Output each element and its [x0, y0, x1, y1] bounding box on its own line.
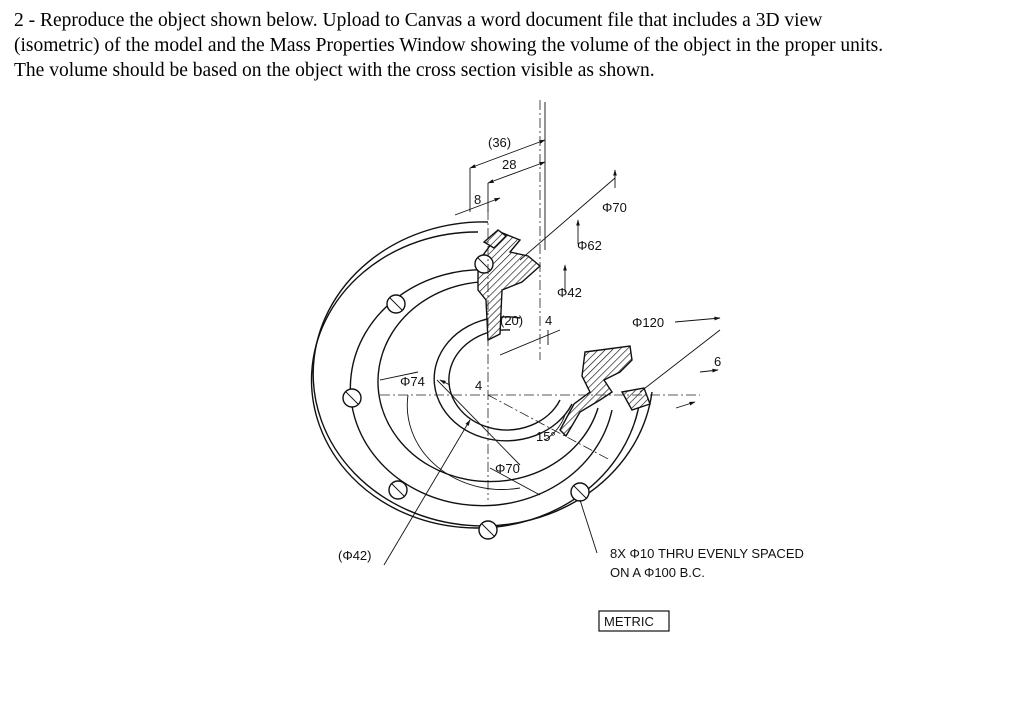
hub-inner-edge — [377, 280, 599, 483]
section-top-lip — [482, 229, 508, 249]
rim-step — [379, 371, 419, 381]
dim-phi42: Φ42 — [557, 285, 582, 300]
dim-angle-15: 15° — [536, 429, 556, 444]
units-box — [598, 610, 670, 632]
hole-note-line-2: ON A Φ100 B.C. — [610, 565, 705, 580]
dim-20: (20) — [500, 313, 523, 328]
dim-phi70-top: Φ70 — [602, 200, 627, 215]
instruction-line-1: 2 - Reproduce the object shown below. Up… — [14, 10, 823, 31]
bore-edge — [433, 316, 573, 442]
section-right — [559, 345, 633, 438]
dim-6: 6 — [714, 354, 721, 369]
assignment-instructions: 2 - Reproduce the object shown below. Up… — [14, 8, 1014, 83]
outer-edge-back — [312, 221, 653, 527]
flange-body — [310, 221, 653, 529]
dim-phi74: Φ74 — [400, 374, 425, 389]
dim-28: 28 — [502, 157, 516, 172]
units-label: METRIC — [604, 614, 654, 629]
counterbore-edge — [406, 394, 521, 490]
hole-note-line-1: 8X Φ10 THRU EVENLY SPACED — [610, 546, 804, 561]
dimension-labels: (36) 28 8 Φ70 Φ62 Φ42 (20) 4 Φ120 6 Φ74 … — [338, 135, 721, 563]
instruction-line-3: The volume should be based on the object… — [14, 60, 655, 81]
dim-4-right: 4 — [545, 313, 552, 328]
dim-phi62: Φ62 — [577, 238, 602, 253]
dim-4-left: 4 — [475, 378, 482, 393]
dim-phi70-bottom: Φ70 — [495, 461, 520, 476]
dimension-lines — [383, 102, 721, 566]
section-right-flange — [620, 387, 651, 411]
dim-36: (36) — [488, 135, 511, 150]
dim-phi120: Φ120 — [632, 315, 664, 330]
instruction-line-2: (isometric) of the model and the Mass Pr… — [14, 35, 884, 56]
dim-phi42-reference: (Φ42) — [338, 548, 372, 563]
section-top — [477, 231, 542, 342]
bolt-holes — [342, 254, 590, 540]
hub-outer-edge — [349, 268, 613, 507]
bore-inner-edge — [448, 329, 561, 431]
dim-8: 8 — [474, 192, 481, 207]
drawing-notes: 8X Φ10 THRU EVENLY SPACED ON A Φ100 B.C.… — [598, 546, 804, 632]
